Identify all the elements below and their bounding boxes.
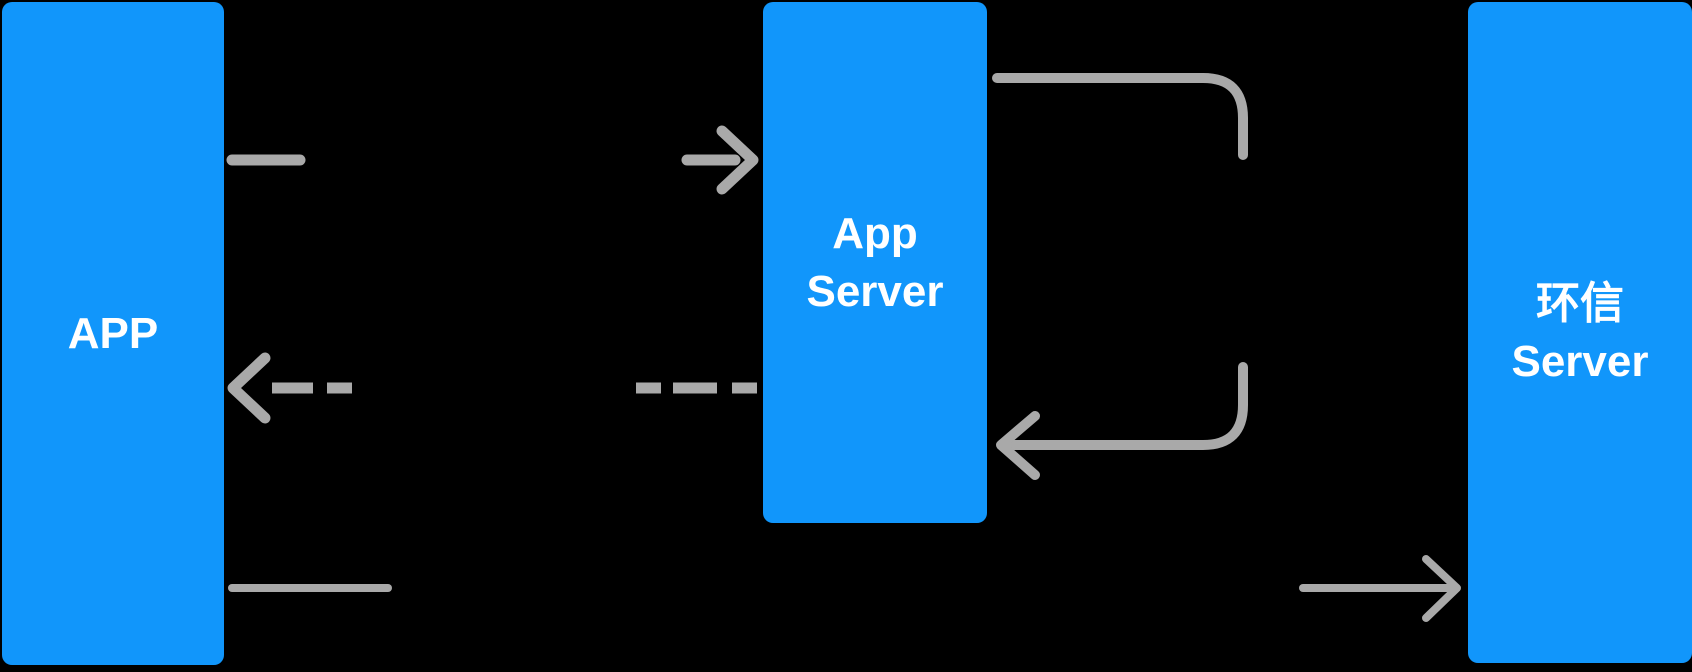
node-app: APP bbox=[2, 2, 224, 665]
node-app-server-label-line2: Server bbox=[806, 266, 944, 316]
node-app-label: APP bbox=[67, 308, 159, 358]
arrowhead-right-icon bbox=[716, 125, 759, 195]
node-easemob-server-label-line1: 环信 bbox=[1536, 278, 1624, 328]
arrowhead-left-icon bbox=[996, 411, 1040, 480]
arrow-app-to-app-server bbox=[226, 125, 759, 195]
dashed-arrow-app-server-to-app bbox=[227, 352, 757, 424]
arrowhead-right-icon bbox=[1422, 555, 1461, 622]
node-easemob-server: 环信 Server bbox=[1468, 2, 1692, 663]
loop-top-segment bbox=[992, 73, 1248, 160]
node-app-server-label-line1: App bbox=[832, 208, 918, 258]
loop-bottom-segment bbox=[1007, 362, 1248, 450]
node-app-server: App Server bbox=[763, 2, 987, 523]
arrowhead-left-icon bbox=[227, 352, 271, 424]
loop-app-server-self bbox=[992, 73, 1248, 480]
arrow-app-to-easemob-server bbox=[228, 555, 1461, 622]
node-easemob-server-label-line2: Server bbox=[1511, 336, 1649, 386]
